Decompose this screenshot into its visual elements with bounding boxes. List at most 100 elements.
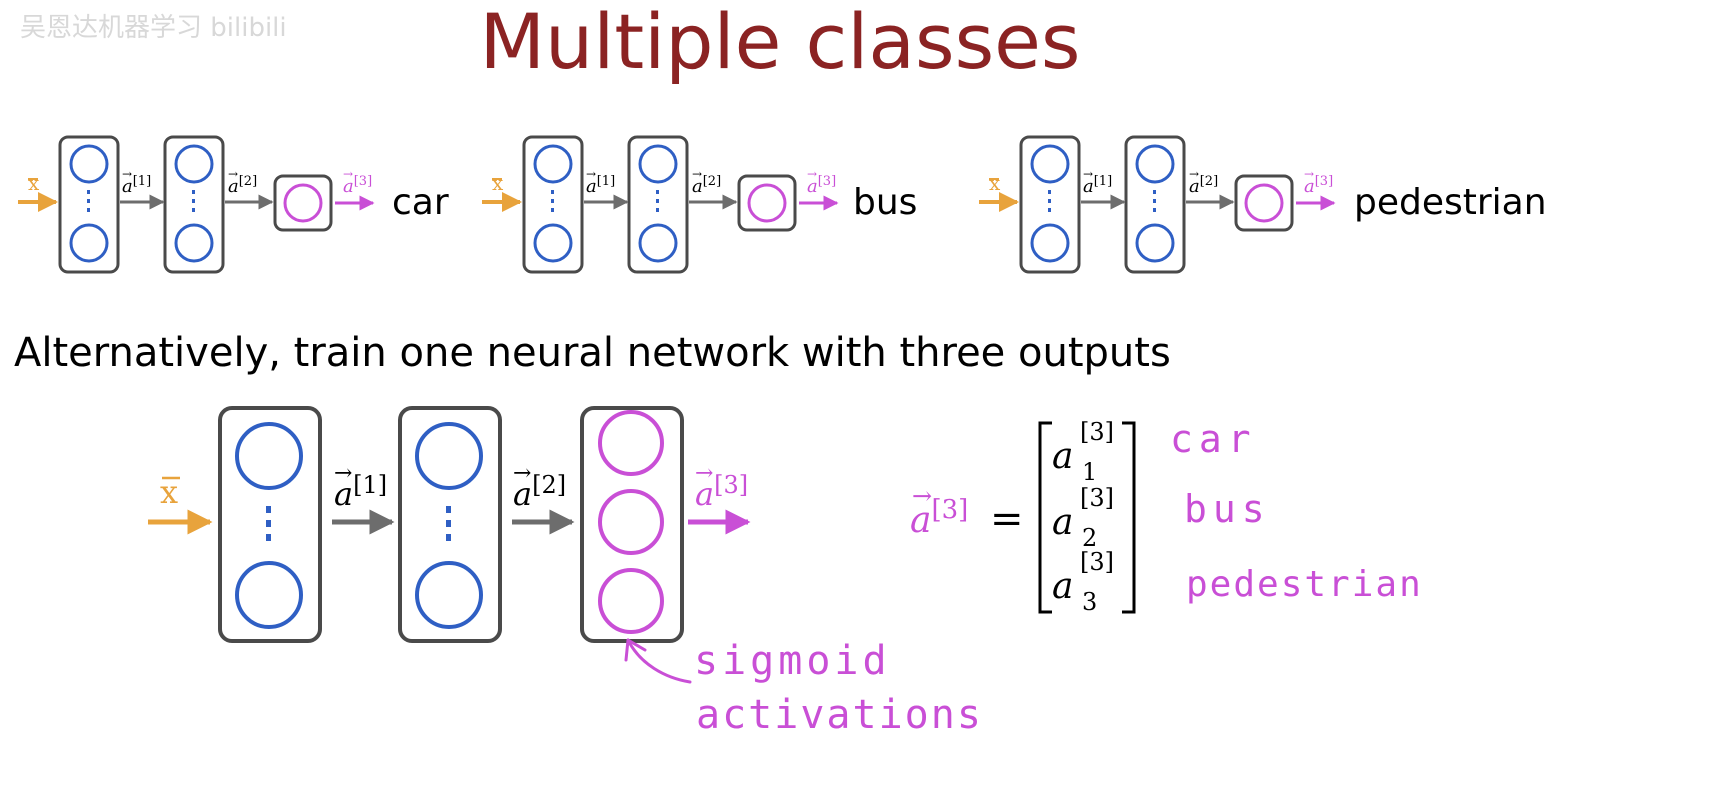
class-label-bus: bus <box>853 182 917 223</box>
layer2-box <box>398 406 502 643</box>
input-label: x <box>160 473 178 511</box>
input-label: x <box>28 171 40 195</box>
ellipsis-dots <box>1153 190 1156 212</box>
neuron <box>415 561 483 629</box>
vector-entry-2: a <box>1052 502 1073 543</box>
svg-text:3: 3 <box>1082 588 1097 616</box>
vector-entry-3: a <box>1052 566 1073 607</box>
a1-label: a[1] <box>122 174 151 197</box>
svg-text:→: → <box>692 167 702 181</box>
neuron <box>69 223 109 263</box>
left-bracket <box>1038 421 1052 614</box>
ellipsis-dots <box>266 506 271 541</box>
svg-text:→: → <box>807 167 817 181</box>
neuron <box>1030 144 1070 184</box>
output-box <box>273 174 333 232</box>
svg-text:→: → <box>334 461 352 486</box>
svg-text:[3]: [3] <box>1080 418 1114 446</box>
svg-text:→: → <box>343 167 353 181</box>
a3-label: a[3] <box>343 174 372 197</box>
output-box <box>737 174 797 232</box>
layer1-box <box>1019 135 1081 274</box>
annotation-line-2: activations <box>696 692 983 738</box>
page-title: Multiple classes <box>479 0 1080 86</box>
ellipsis-dots <box>551 190 554 212</box>
annotation-line-1: sigmoid <box>694 638 891 684</box>
sigmoid-annotation: sigmoid activations <box>624 638 983 738</box>
lhs-vector: a[3] <box>910 495 968 541</box>
subtitle: Alternatively, train one neural network … <box>14 330 1171 376</box>
class-label-pedestrian: pedestrian <box>1354 182 1547 223</box>
a1-label: a[1] <box>334 471 387 513</box>
layer1-box <box>58 135 120 274</box>
svg-text:[3]: [3] <box>1080 548 1114 576</box>
neuron <box>1030 223 1070 263</box>
svg-text:→: → <box>1189 167 1199 181</box>
output-vector-equation: a[3] → = a [3] 1 a [3] 2 a [3] 3 car bus… <box>910 417 1423 616</box>
svg-text:[3]: [3] <box>1080 484 1114 512</box>
neuron <box>174 144 214 184</box>
svg-text:→: → <box>586 167 596 181</box>
a1-label: a[1] <box>1083 174 1112 197</box>
output-neuron <box>598 568 664 634</box>
a1-label: a[1] <box>586 174 615 197</box>
a2-label: a[2] <box>228 174 257 197</box>
neuron <box>235 561 303 629</box>
svg-text:2: 2 <box>1082 524 1097 552</box>
output-neuron <box>283 183 323 223</box>
input-label: x <box>492 171 504 195</box>
neuron <box>638 144 678 184</box>
neuron <box>415 422 483 490</box>
layer1-box <box>522 135 584 274</box>
svg-text:→: → <box>228 167 238 181</box>
network-car: x a[1] → a[2] → a[3] → car <box>18 135 449 274</box>
neuron <box>1135 223 1175 263</box>
a3-label: a[3] <box>807 174 836 197</box>
output-box <box>1234 174 1294 232</box>
svg-text:→: → <box>122 167 132 181</box>
a2-label: a[2] <box>692 174 721 197</box>
a3-label: a[3] <box>695 471 748 513</box>
input-label: x <box>989 171 1001 195</box>
vector-entry-1: a <box>1052 436 1073 477</box>
neuron <box>533 223 573 263</box>
network-pedestrian: x a[1] → a[2] → a[3] → pedestrian <box>979 135 1547 274</box>
equals-sign: = <box>990 496 1024 542</box>
a3-label: a[3] <box>1304 174 1333 197</box>
svg-text:→: → <box>513 461 531 486</box>
ellipsis-dots <box>192 190 195 212</box>
output-neuron <box>598 489 664 555</box>
layer2-box <box>163 135 225 274</box>
neuron <box>638 223 678 263</box>
output-box <box>580 406 684 643</box>
ellipsis-dots <box>1048 190 1051 212</box>
right-bracket <box>1122 421 1136 614</box>
layer1-box <box>218 406 322 643</box>
svg-text:→: → <box>912 482 932 510</box>
handwritten-pedestrian: pedestrian <box>1186 564 1423 605</box>
svg-text:→: → <box>1083 167 1093 181</box>
neuron <box>235 422 303 490</box>
watermark: 吴恩达机器学习 bilibili <box>20 13 287 43</box>
neuron <box>174 223 214 263</box>
handwritten-car: car <box>1170 417 1257 461</box>
class-label-car: car <box>392 182 449 223</box>
output-neuron <box>598 410 664 476</box>
a2-label: a[2] <box>513 471 566 513</box>
output-neuron <box>1244 183 1284 223</box>
output-neuron <box>747 183 787 223</box>
svg-text:→: → <box>1304 167 1314 181</box>
layer2-box <box>1124 135 1186 274</box>
a2-label: a[2] <box>1189 174 1218 197</box>
ellipsis-dots <box>656 190 659 212</box>
ellipsis-dots <box>87 190 90 212</box>
neuron <box>1135 144 1175 184</box>
annotation-arrow <box>624 638 692 684</box>
layer2-box <box>627 135 689 274</box>
neuron <box>69 144 109 184</box>
handwritten-bus: bus <box>1184 487 1271 531</box>
svg-text:→: → <box>695 461 713 486</box>
network-bus: x a[1] → a[2] → a[3] → bus <box>482 135 917 274</box>
ellipsis-dots <box>446 506 451 541</box>
